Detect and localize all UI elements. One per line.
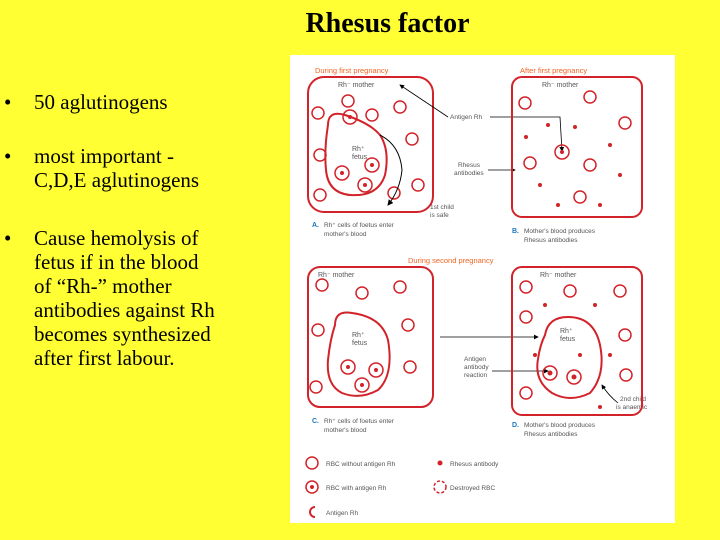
fetus-d-label: fetus <box>560 336 576 343</box>
mother-b-label: Rh⁻ mother <box>542 82 579 89</box>
bullet-dot: • <box>4 90 12 114</box>
rhesus-diagram-svg: During first pregnancy After first pregn… <box>305 66 648 518</box>
bullet-list: • 50 aglutinogens • most important - C,D… <box>4 90 274 400</box>
panel-b: Rh⁻ mother B. Mother's blood produces Rh… <box>511 76 643 244</box>
panel-c: Rh⁻ mother Rh⁺ fetus C. Rh⁺ cells of foe… <box>307 266 434 434</box>
rhesus-antibodies-label-2: antibodies <box>454 170 484 177</box>
reaction-label-2: antibody <box>464 364 489 371</box>
panel-a: Rh⁻ mother Rh⁺ fetus A. Rh⁺ cells of foe… <box>307 76 434 238</box>
first-child-safe-1: 1st child <box>430 204 454 211</box>
bullet-item: • 50 aglutinogens <box>4 90 274 114</box>
fetus-d-rh-label: Rh⁺ <box>560 327 573 335</box>
fetus-c-label: fetus <box>352 340 368 347</box>
legend-antigen: Antigen Rh <box>326 510 359 517</box>
caption-b-line2: Rhesus antibodies <box>524 237 578 244</box>
fetus-sac <box>324 112 388 197</box>
caption-d-letter: D. <box>512 422 519 429</box>
caption-c-letter: C. <box>312 418 319 425</box>
second-child-anaemic-1: 2nd child <box>620 396 646 403</box>
caption-c-line2: mother's blood <box>324 427 367 434</box>
mother-d-outline <box>511 266 643 416</box>
bullet-line: 50 aglutinogens <box>34 90 168 114</box>
legend-destroyed: Destroyed RBC <box>450 485 495 492</box>
rhesus-diagram: During first pregnancy After first pregn… <box>290 55 675 523</box>
panel-d: Rh⁻ mother Rh⁺ fetus D. Mother's blood p… <box>511 266 643 438</box>
bullet-line: most important - <box>34 144 174 168</box>
caption-b-letter: B. <box>512 228 519 235</box>
caption-a-line1: Rh⁺ cells of foetus enter <box>324 222 395 229</box>
mother-c-label: Rh⁻ mother <box>318 272 355 279</box>
antigen-rh-label: Antigen Rh <box>450 114 483 121</box>
rbc-without-antigen-icon <box>305 456 319 470</box>
caption-c-line1: Rh⁺ cells of foetus enter <box>324 418 395 425</box>
bullet-line: C,D,E aglutinogens <box>34 168 200 192</box>
diagram-legend: RBC without antigen Rh RBC with antigen … <box>305 456 499 518</box>
caption-d-line1: Mother's blood produces <box>524 422 596 429</box>
destroyed-rbc-icon <box>433 480 447 494</box>
bullet-line: antibodies against Rh <box>34 298 215 322</box>
first-child-safe-2: is safe <box>430 212 449 219</box>
antigen-rh-icon <box>309 506 316 518</box>
bullet-item: • Cause hemolysis of fetus if in the blo… <box>4 226 274 370</box>
mother-outline <box>307 76 434 213</box>
caption-a-line2: mother's blood <box>324 231 367 238</box>
bullet-line: Cause hemolysis of <box>34 226 199 250</box>
caption-b-line1: Mother's blood produces <box>524 228 596 235</box>
slide-title: Rhesus factor <box>305 8 470 39</box>
mother-b-outline <box>511 76 643 218</box>
bullet-line: of “Rh-” mother <box>34 274 172 298</box>
panel-a-header: During first pregnancy <box>315 66 389 75</box>
fetus-d-sac <box>536 315 603 399</box>
bullet-line: fetus if in the blood <box>34 250 199 274</box>
legend-rbc-with: RBC with antigen Rh <box>326 485 387 492</box>
bullet-dot: • <box>4 144 12 168</box>
reaction-label-1: Antigen <box>464 356 486 363</box>
bullet-line: becomes synthesized <box>34 322 211 346</box>
second-child-anaemic-2: is anaemic <box>616 404 648 411</box>
bullet-item: • most important - C,D,E aglutinogens <box>4 144 274 192</box>
mother-c-outline <box>307 266 434 408</box>
rhesus-antibodies-label-1: Rhesus <box>458 162 481 169</box>
panel-b-header: After first pregnancy <box>520 66 587 75</box>
caption-a-letter: A. <box>312 222 319 229</box>
caption-d-line2: Rhesus antibodies <box>524 431 578 438</box>
second-pregnancy-header: During second pregnancy <box>408 256 494 265</box>
bullet-line: after first labour. <box>34 346 175 370</box>
mother-d-label: Rh⁻ mother <box>540 272 577 279</box>
rhesus-antibody-icon <box>437 460 443 466</box>
fetus-label: fetus <box>352 154 368 161</box>
fetus-rh-label: Rh⁺ <box>352 145 365 153</box>
reaction-label-3: reaction <box>464 372 488 379</box>
legend-rbc-without: RBC without antigen Rh <box>326 461 396 468</box>
fetus-c-rh-label: Rh⁺ <box>352 331 365 339</box>
legend-antibody: Rhesus antibody <box>450 461 499 468</box>
bullet-dot: • <box>4 226 12 250</box>
rbc-with-antigen-icon <box>305 480 319 494</box>
fetus-c-sac <box>326 311 391 397</box>
mother-label: Rh⁻ mother <box>338 82 375 89</box>
